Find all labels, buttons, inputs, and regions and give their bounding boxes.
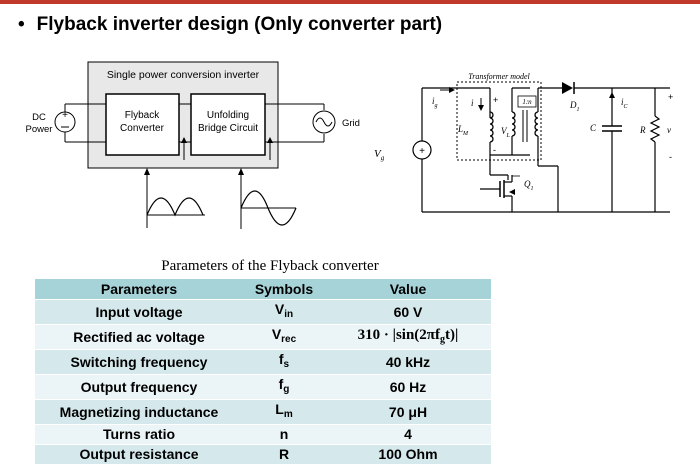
param-cell: Magnetizing inductance [35,400,243,425]
ig-label: ig [432,96,438,109]
flyback-label-2: Converter [120,123,165,134]
header-parameters: Parameters [35,279,243,300]
transformer-model-label: Transformer model [468,72,530,81]
vout-plus: + [668,92,673,102]
value-text: 60 Hz [389,378,427,395]
param-cell: Rectified ac voltage [35,325,243,350]
symbol-subscript: rec [281,334,297,345]
vg-label: Vg [374,148,385,162]
diode-icon [562,82,573,94]
flyback-label-1: Flyback [125,110,160,121]
table-row: Output resistance R 100 Ohm [35,445,491,465]
grid-label: Grid [342,118,360,129]
param-cell: Output resistance [35,445,243,465]
value-text: 70 μH [388,403,428,420]
unfolding-box [190,93,266,156]
param-cell: Input voltage [35,300,243,325]
value-cell: 70 μH [325,400,491,425]
primary-winding [511,111,516,137]
param-cell: Turns ratio [35,425,243,445]
symbol-subscript: in [284,309,294,320]
symbol-main: V [274,301,285,317]
formula-subscript: g [440,333,446,345]
title-text: Flyback inverter design (Only converter … [36,14,443,35]
dc-plus: + [62,110,68,121]
header-value: Value [325,279,491,300]
symbol-cell: Vrec [243,325,325,350]
i-label: i [471,98,474,108]
symbol-main: n [279,426,289,442]
symbol-main: L [275,401,284,417]
param-cell: Switching frequency [35,350,243,375]
value-text: 60 V [393,303,423,320]
vl-label: VL [501,126,511,139]
sine-waveform [240,190,297,226]
symbol-cell: Lm [243,400,325,425]
symbol-cell: n [243,425,325,445]
symbol-main: V [271,326,282,342]
diagram-canvas: Single power conversion inverter Flyback… [26,61,673,229]
symbol-cell: R [243,445,325,465]
value-text: 310 · |sin(2πf [357,326,441,343]
symbol-main: f [278,351,284,367]
param-cell: Output frequency [35,375,243,400]
unfolding-label-1: Unfolding [207,110,249,121]
vout-label: v [667,125,671,135]
table-row: Turns ratio n 4 [35,425,491,445]
vout-minus: - [669,152,672,162]
diode-label: D1 [569,100,580,113]
secondary-winding [534,111,539,137]
symbol-cell: fs [243,350,325,375]
lm-label: LM [457,124,469,137]
minus-mark: - [493,145,496,155]
unfolding-label-2: Bridge Circuit [198,123,258,134]
block-diagram: Single power conversion inverter Flyback… [26,61,360,229]
switch-label: Q1 [524,179,534,192]
res-label: R [639,125,646,135]
symbol-main: R [278,446,290,462]
value-cell: 4 [325,425,491,445]
turns-ratio-label: 1:n [522,98,532,106]
table-caption: Parameters of the Flyback converter [161,258,379,274]
symbol-main: f [278,376,284,392]
title-bullet: • [18,14,25,35]
symbol-subscript: m [283,409,293,420]
plus-mark: + [493,95,498,105]
transformer-model-box [456,81,542,161]
lm-inductor [489,111,494,143]
symbol-subscript: g [283,384,290,395]
value-text: 4 [404,426,412,442]
value-cell: 60 V [325,300,491,325]
symbol-subscript: s [283,359,290,370]
svg-text:+: + [419,146,425,157]
cap-label: C [590,123,597,133]
value-text: 100 Ohm [378,446,438,462]
dc-label-1: DC [32,112,46,123]
resistor-icon [649,115,661,143]
table-header-row: Parameters Symbols Value [35,279,491,300]
formula-tail: t)| [445,326,459,343]
value-text: 40 kHz [385,353,431,370]
outer-box-label: Single power conversion inverter [107,69,260,81]
symbol-cell: Vin [243,300,325,325]
value-cell: 60 Hz [325,375,491,400]
value-cell: 100 Ohm [325,445,491,465]
value-cell: 310 · |sin(2πfgt)| [325,325,491,350]
flyback-circuit: Vg + ig Transformer model i + LM VL - 1:… [374,72,673,213]
ic-label: iC [621,97,629,110]
dc-label-2: Power [26,124,53,135]
value-cell: 40 kHz [325,350,491,375]
header-symbols: Symbols [243,279,325,300]
rectified-waveform [146,197,204,217]
slide-title: • Flyback inverter design (Only converter… [18,14,442,36]
top-accent-bar [0,0,700,4]
symbol-cell: fg [243,375,325,400]
flyback-box [105,93,180,156]
